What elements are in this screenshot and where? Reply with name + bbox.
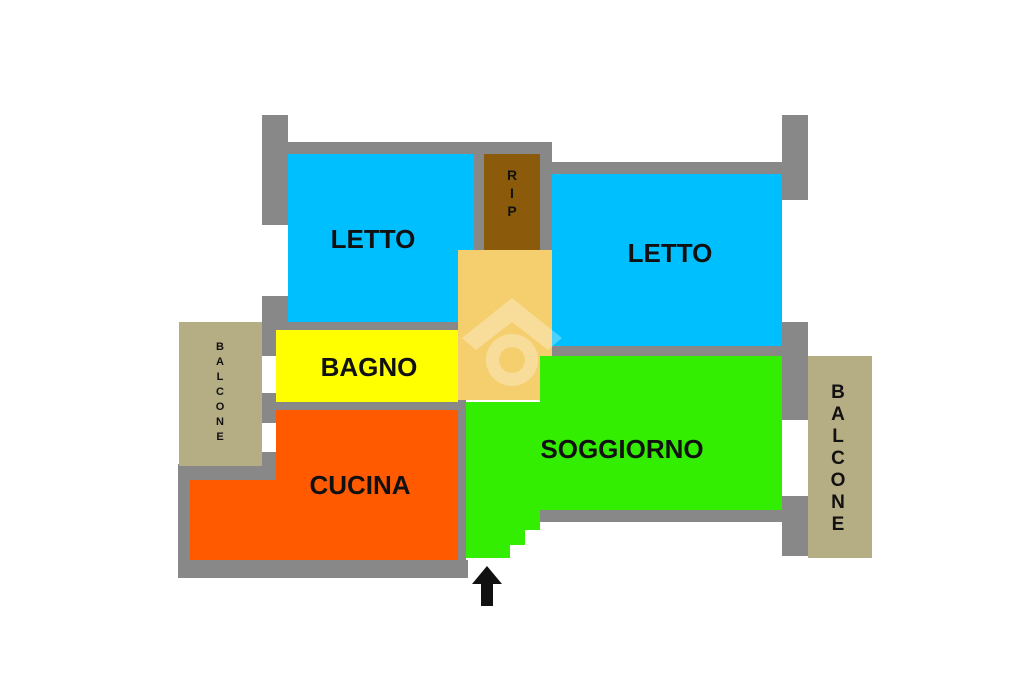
walls: [178, 115, 808, 578]
room-balcone-right: [808, 356, 872, 558]
label-letto-right: LETTO: [628, 238, 713, 268]
room-rip: [484, 154, 540, 250]
vertical-letter: N: [831, 492, 845, 513]
vertical-letter: O: [216, 401, 225, 413]
vertical-letter: E: [216, 431, 223, 443]
vertical-letter: B: [831, 382, 845, 403]
room-balcone-left: [179, 322, 262, 466]
room-soggiorno: [466, 356, 782, 558]
vertical-letter: A: [831, 404, 845, 425]
vertical-letter: C: [216, 386, 224, 398]
vertical-letter: N: [216, 416, 224, 428]
vertical-letter: B: [216, 341, 224, 353]
label-bagno: BAGNO: [321, 352, 418, 382]
label-soggiorno: SOGGIORNO: [540, 434, 703, 464]
vertical-letter: L: [217, 371, 224, 383]
vertical-letter: C: [831, 448, 845, 469]
vertical-letter: P: [507, 203, 516, 219]
label-cucina: CUCINA: [309, 470, 410, 500]
label-letto-left: LETTO: [331, 224, 416, 254]
vertical-letter: R: [507, 167, 517, 183]
room-bagno: [276, 330, 458, 402]
label-rip: RIP: [507, 167, 517, 219]
arrow-up-icon: [472, 566, 502, 606]
room-letto-right: [552, 174, 782, 346]
vertical-letter: A: [216, 356, 224, 368]
vertical-letter: E: [832, 514, 845, 535]
room-disimpegno: [458, 250, 552, 400]
vertical-letter: L: [832, 426, 844, 447]
vertical-letter: I: [510, 185, 514, 201]
vertical-letter: O: [831, 470, 846, 491]
room-letto-left: [288, 154, 474, 322]
room-cucina: [190, 410, 458, 560]
house-watermark-icon: [462, 298, 562, 386]
